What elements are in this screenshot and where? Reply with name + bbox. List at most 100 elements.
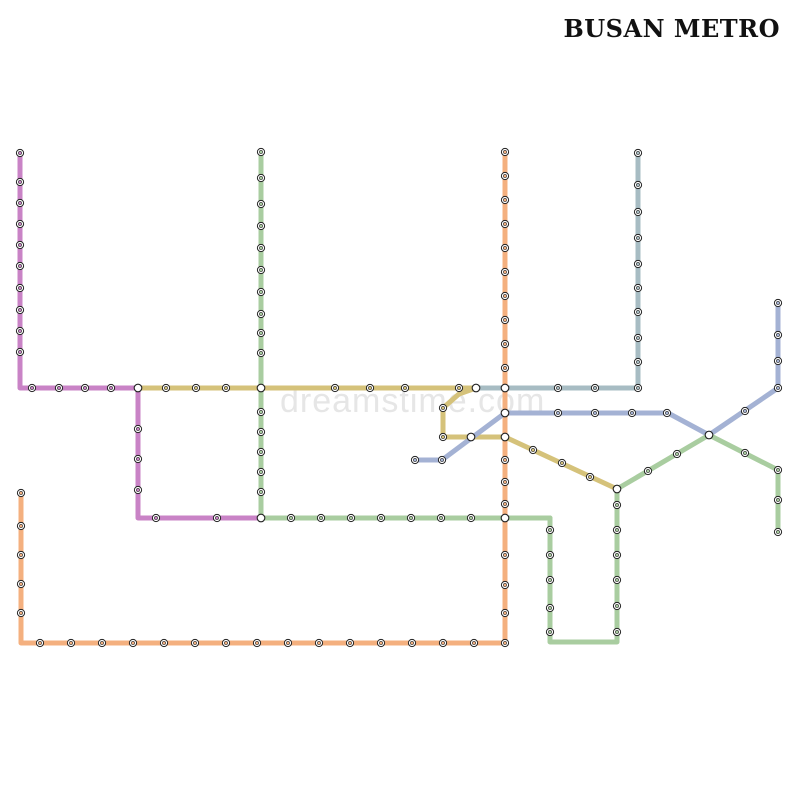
line-orange-station[interactable]: [500, 219, 510, 229]
line-steel-station[interactable]: [633, 207, 643, 217]
line-orange-station[interactable]: [252, 638, 262, 648]
line-orange-station[interactable]: [128, 638, 138, 648]
line-blue-station[interactable]: [662, 408, 672, 418]
line-green-station[interactable]: [466, 513, 476, 523]
line-green-station[interactable]: [256, 487, 266, 497]
line-steel-station[interactable]: [633, 233, 643, 243]
line-green-station[interactable]: [436, 513, 446, 523]
line-mustard-station[interactable]: [330, 383, 340, 393]
line-mustard-station[interactable]: [365, 383, 375, 393]
line-orange-station[interactable]: [35, 638, 45, 648]
line-green-station[interactable]: [256, 287, 266, 297]
line-orange-station[interactable]: [500, 171, 510, 181]
line-blue-station[interactable]: [773, 356, 783, 366]
line-orange-station[interactable]: [500, 243, 510, 253]
line-steel-station[interactable]: [633, 283, 643, 293]
line-mustard-station[interactable]: [191, 383, 201, 393]
line-mustard-station[interactable]: [221, 383, 231, 393]
line-orange-station[interactable]: [16, 488, 26, 498]
line-orange-station[interactable]: [376, 638, 386, 648]
line-orange-station[interactable]: [345, 638, 355, 648]
line-purple-station[interactable]: [27, 383, 37, 393]
line-blue-station[interactable]: [410, 455, 420, 465]
line-steel-station[interactable]: [633, 180, 643, 190]
line-orange-station[interactable]: [221, 638, 231, 648]
line-purple-station[interactable]: [15, 240, 25, 250]
line-blue-station[interactable]: [773, 298, 783, 308]
line-orange-station[interactable]: [190, 638, 200, 648]
line-green-station[interactable]: [256, 467, 266, 477]
line-orange-station[interactable]: [500, 315, 510, 325]
line-steel-station[interactable]: [633, 259, 643, 269]
line-steel-station[interactable]: [590, 383, 600, 393]
line-green-station[interactable]: [545, 603, 555, 613]
line-orange-station[interactable]: [500, 363, 510, 373]
line-green-east-station[interactable]: [773, 527, 783, 537]
line-orange-station[interactable]: [500, 550, 510, 560]
line-orange-station[interactable]: [283, 638, 293, 648]
line-green-station[interactable]: [612, 550, 622, 560]
line-green-station[interactable]: [316, 513, 326, 523]
line-orange-station[interactable]: [97, 638, 107, 648]
line-orange-station[interactable]: [500, 455, 510, 465]
line-blue-station[interactable]: [740, 406, 750, 416]
line-green-station[interactable]: [612, 627, 622, 637]
line-purple-station[interactable]: [15, 305, 25, 315]
line-orange-station[interactable]: [500, 580, 510, 590]
line-mustard-station[interactable]: [161, 383, 171, 393]
line-green-station[interactable]: [256, 407, 266, 417]
interchange-station[interactable]: [471, 383, 481, 393]
line-purple-station[interactable]: [15, 347, 25, 357]
line-green-station[interactable]: [545, 627, 555, 637]
line-orange-station[interactable]: [500, 339, 510, 349]
line-purple-station[interactable]: [15, 283, 25, 293]
line-purple-station[interactable]: [15, 261, 25, 271]
line-green-station[interactable]: [256, 348, 266, 358]
line-purple-station[interactable]: [151, 513, 161, 523]
line-purple-station[interactable]: [133, 424, 143, 434]
line-green-station[interactable]: [256, 173, 266, 183]
line-green-station[interactable]: [376, 513, 386, 523]
line-mustard-station[interactable]: [454, 383, 464, 393]
line-purple-station[interactable]: [15, 198, 25, 208]
line-green-east-station[interactable]: [773, 465, 783, 475]
line-blue-station[interactable]: [627, 408, 637, 418]
line-steel-station[interactable]: [633, 148, 643, 158]
line-green-east-station[interactable]: [773, 495, 783, 505]
line-purple-station[interactable]: [15, 148, 25, 158]
line-green-station[interactable]: [545, 575, 555, 585]
line-orange-station[interactable]: [16, 608, 26, 618]
line-green-east-station[interactable]: [672, 449, 682, 459]
line-orange-station[interactable]: [500, 267, 510, 277]
line-blue-station[interactable]: [553, 408, 563, 418]
line-mustard-station[interactable]: [585, 472, 595, 482]
line-purple-station[interactable]: [15, 219, 25, 229]
line-green-station[interactable]: [612, 601, 622, 611]
line-mustard-station[interactable]: [528, 445, 538, 455]
line-blue-station[interactable]: [773, 330, 783, 340]
line-purple-station[interactable]: [212, 513, 222, 523]
line-orange-station[interactable]: [500, 477, 510, 487]
line-orange-station[interactable]: [16, 579, 26, 589]
line-green-station[interactable]: [256, 309, 266, 319]
line-orange-station[interactable]: [159, 638, 169, 648]
line-orange-station[interactable]: [16, 521, 26, 531]
line-blue-station[interactable]: [437, 455, 447, 465]
line-mustard-station[interactable]: [557, 458, 567, 468]
interchange-station[interactable]: [704, 430, 714, 440]
line-orange-station[interactable]: [314, 638, 324, 648]
line-green-station[interactable]: [256, 199, 266, 209]
line-orange-station[interactable]: [500, 638, 510, 648]
line-green-station[interactable]: [612, 525, 622, 535]
line-steel-station[interactable]: [553, 383, 563, 393]
line-purple-station[interactable]: [15, 177, 25, 187]
line-purple-station[interactable]: [106, 383, 116, 393]
line-green-station[interactable]: [256, 328, 266, 338]
line-purple-station[interactable]: [80, 383, 90, 393]
line-green-station[interactable]: [256, 221, 266, 231]
line-green-station[interactable]: [256, 243, 266, 253]
line-steel-station[interactable]: [633, 333, 643, 343]
line-orange-station[interactable]: [500, 147, 510, 157]
line-orange-station[interactable]: [66, 638, 76, 648]
